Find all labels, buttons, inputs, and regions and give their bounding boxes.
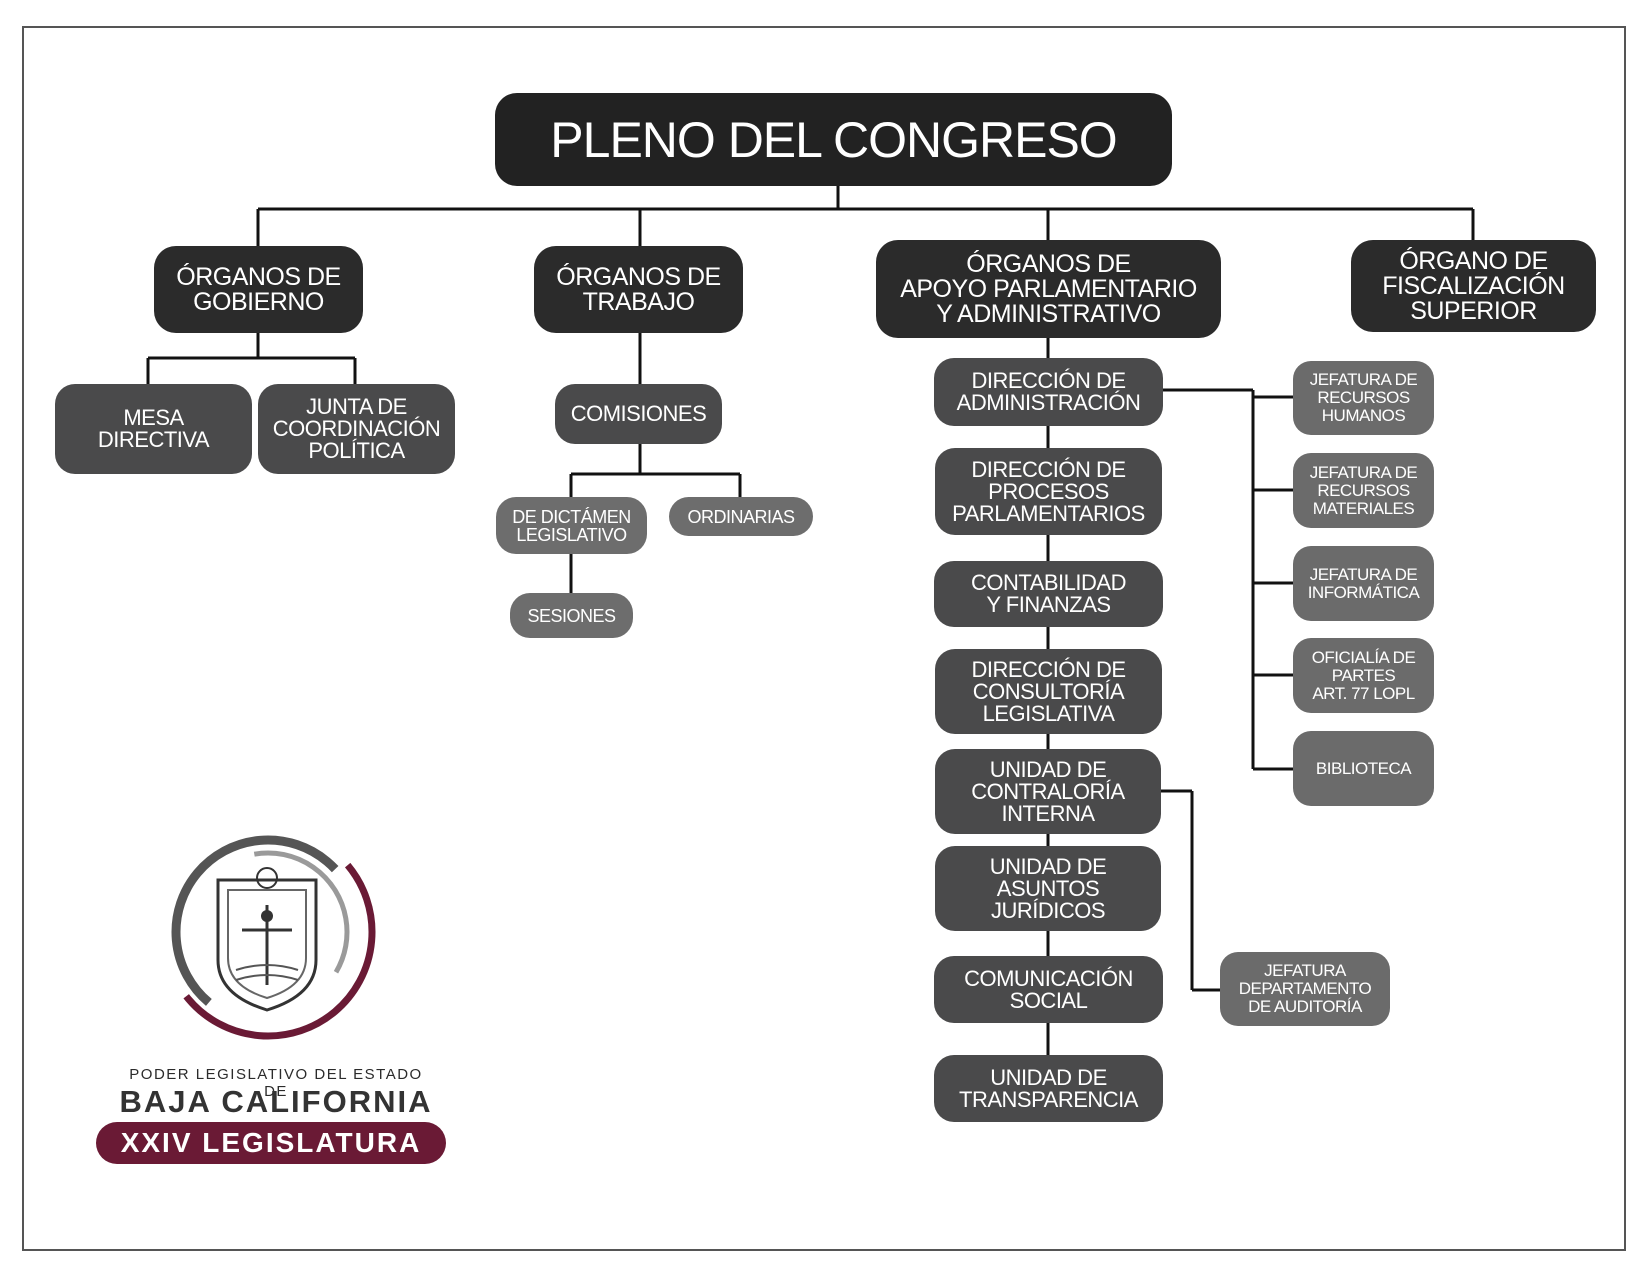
- node-direccion-consultoria: DIRECCIÓN DE CONSULTORÍA LEGISLATIVA: [935, 649, 1162, 734]
- node-unidad-contraloria: UNIDAD DE CONTRALORÍA INTERNA: [935, 749, 1161, 834]
- logo-line-2: BAJA CALIFORNIA: [119, 1084, 433, 1119]
- logo-line-3: XXIV LEGISLATURA: [96, 1122, 446, 1164]
- node-organos-apoyo: ÓRGANOS DE APOYO PARLAMENTARIO Y ADMINIS…: [876, 240, 1221, 338]
- node-unidad-transparencia: UNIDAD DE TRANSPARENCIA: [934, 1055, 1163, 1122]
- node-comunicacion-social: COMUNICACIÓN SOCIAL: [934, 956, 1163, 1023]
- logo-line-1: PODER LEGISLATIVO DEL ESTADO DE: [129, 1066, 423, 1100]
- node-biblioteca: BIBLIOTECA: [1293, 731, 1434, 806]
- node-direccion-procesos: DIRECCIÓN DE PROCESOS PARLAMENTARIOS: [935, 448, 1162, 535]
- node-comisiones: COMISIONES: [555, 384, 722, 444]
- node-contabilidad-finanzas: CONTABILIDAD Y FINANZAS: [934, 561, 1163, 627]
- node-jefatura-auditoria: JEFATURA DEPARTAMENTO DE AUDITORÍA: [1220, 952, 1390, 1026]
- node-jefatura-informatica: JEFATURA DE INFORMÁTICA: [1293, 546, 1434, 621]
- node-organos-gobierno: ÓRGANOS DE GOBIERNO: [154, 246, 363, 333]
- node-ordinarias: ORDINARIAS: [669, 497, 813, 536]
- root-node: PLENO DEL CONGRESO: [495, 93, 1172, 186]
- node-oficialia-partes: OFICIALÍA DE PARTES ART. 77 LOPL: [1293, 638, 1434, 713]
- node-organo-fiscalizacion: ÓRGANO DE FISCALIZACIÓN SUPERIOR: [1351, 240, 1596, 332]
- node-sesiones: SESIONES: [510, 593, 633, 638]
- node-jefatura-recursos-humanos: JEFATURA DE RECURSOS HUMANOS: [1293, 361, 1434, 435]
- node-jefatura-recursos-materiales: JEFATURA DE RECURSOS MATERIALES: [1293, 453, 1434, 528]
- page-frame: [22, 26, 1626, 1251]
- node-unidad-asuntos-juridicos: UNIDAD DE ASUNTOS JURÍDICOS: [935, 846, 1161, 931]
- node-dictamen-legislativo: DE DICTÁMEN LEGISLATIVO: [496, 497, 647, 554]
- node-organos-trabajo: ÓRGANOS DE TRABAJO: [534, 246, 743, 333]
- node-mesa-directiva: MESA DIRECTIVA: [55, 384, 252, 474]
- legislature-logo: PODER LEGISLATIVO DEL ESTADO DE BAJA CAL…: [96, 820, 456, 1164]
- logo-emblem: [160, 824, 376, 1040]
- node-direccion-administracion: DIRECCIÓN DE ADMINISTRACIÓN: [934, 358, 1163, 426]
- node-junta-coordinacion: JUNTA DE COORDINACIÓN POLÍTICA: [258, 384, 455, 474]
